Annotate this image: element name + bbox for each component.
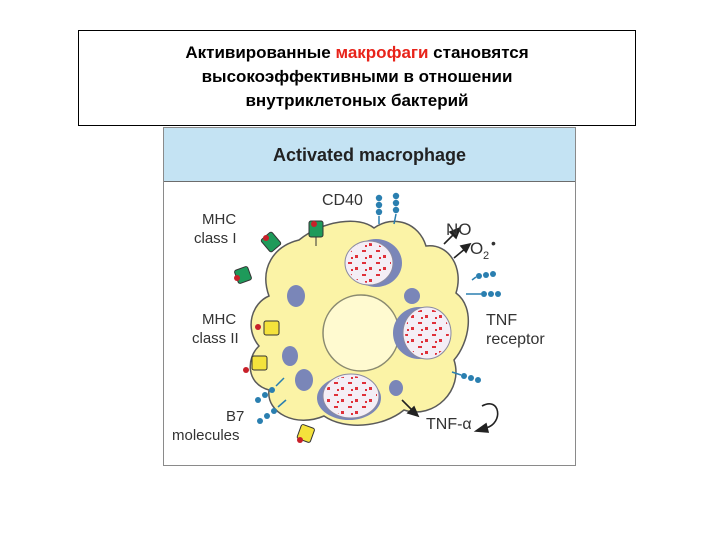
tnf-receptors xyxy=(451,271,501,383)
slide-title: Активированные макрофаги становятся высо… xyxy=(78,30,636,126)
tnfa-arrow xyxy=(401,399,499,433)
phagosome-top xyxy=(344,239,402,287)
mhc1-label-1: MHC xyxy=(202,211,236,228)
no-label: NO xyxy=(446,220,472,239)
o2-radical-dot: • xyxy=(491,235,496,251)
tnfa-label: TNF-α xyxy=(426,416,472,433)
lysosome xyxy=(295,369,313,391)
title-text-1: Активированные xyxy=(185,43,336,62)
lysosome xyxy=(287,285,305,307)
mhc2-label-2: class II xyxy=(192,330,239,347)
mhc-class-1-molecules xyxy=(234,220,324,284)
title-text-2: становятся xyxy=(428,43,529,62)
title-line-3: внутриклетоных бактерий xyxy=(245,91,469,110)
phagosome-bottom xyxy=(317,373,381,420)
no-arrow xyxy=(443,226,472,259)
b7-label-2: molecules xyxy=(172,427,240,444)
title-highlight: макрофаги xyxy=(335,43,429,62)
mhc2-label-1: MHC xyxy=(202,311,236,328)
figure-header: Activated macrophage xyxy=(164,128,575,182)
b7-label-1: B7 xyxy=(226,408,244,425)
phagosome-right xyxy=(393,306,452,360)
nucleus xyxy=(322,294,400,372)
lysosome xyxy=(404,288,420,304)
tnf-receptor-label-1: TNF xyxy=(486,312,517,329)
macrophage-diagram: CD40 MHC class I MHC class II B7 molecul… xyxy=(172,192,545,444)
title-line-2: высокоэффективными в отношении xyxy=(201,67,513,86)
lysosome xyxy=(282,346,298,366)
mhc-class-2-molecules xyxy=(243,320,315,443)
mhc1-label-2: class I xyxy=(194,230,237,247)
b7-molecules xyxy=(255,377,287,424)
tnf-receptor-label-2: receptor xyxy=(486,331,545,348)
cd40-receptors xyxy=(375,192,400,225)
lysosome xyxy=(389,380,403,396)
macrophage-figure: Activated macrophage xyxy=(163,127,576,466)
cd40-label: CD40 xyxy=(322,192,363,209)
o2-label: O xyxy=(470,239,483,258)
o2-subscript: 2 xyxy=(483,250,489,262)
